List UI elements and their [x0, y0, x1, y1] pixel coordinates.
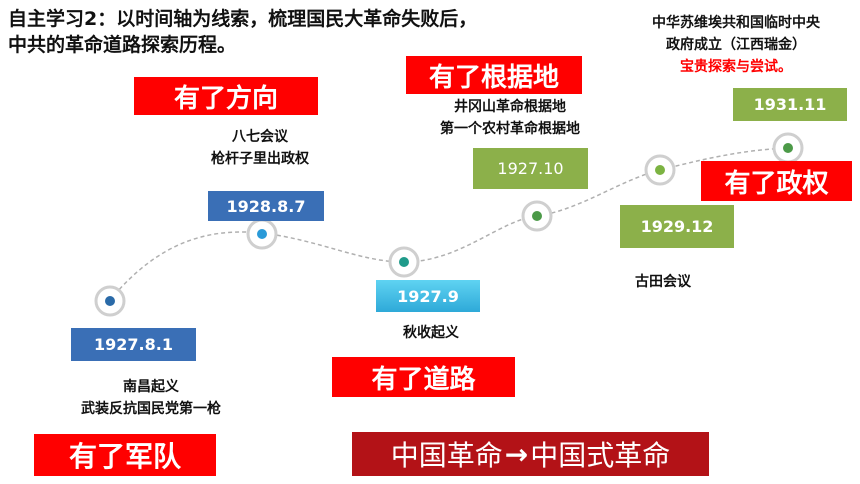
- note-jinggangshan: 井冈山革命根据地 第一个农村革命根据地: [440, 99, 580, 137]
- timeline-node-jinggangshan: [521, 200, 553, 232]
- note-gutian: 古田会议: [635, 274, 691, 290]
- timeline-node-qiushou: [388, 246, 420, 278]
- arrow-icon: →: [504, 437, 529, 471]
- date-qiushou: 1927.9: [376, 280, 480, 312]
- note-ruijin: 中华苏维埃共和国临时中央 政府成立（江西瑞金） 宝贵探索与尝试。: [622, 12, 850, 78]
- note-bayi: 八七会议 枪杆子里出政权: [211, 129, 309, 167]
- note-nanchang: 南昌起义 武装反抗国民党第一枪: [81, 379, 221, 417]
- timeline-node-bayi: [246, 218, 278, 250]
- page-title: 自主学习2：以时间轴为线索，梳理国民大革命失败后，中共的革命道路探索历程。: [8, 8, 478, 56]
- timeline-node-gutian: [644, 154, 676, 186]
- note-ruijin-highlight: 宝贵探索与尝试。: [680, 59, 792, 75]
- label-base: 有了根据地: [406, 56, 582, 94]
- date-bayi: 1928.8.7: [208, 191, 324, 221]
- label-army: 有了军队: [34, 434, 216, 476]
- summary-right: 中国式革命: [530, 439, 671, 472]
- date-ruijin: 1931.11: [733, 88, 847, 121]
- timeline-node-ruijin: [772, 132, 804, 164]
- summary-left: 中国革命: [390, 439, 503, 472]
- label-regime: 有了政权: [701, 161, 852, 201]
- date-nanchang: 1927.8.1: [71, 328, 196, 361]
- summary-banner: 中国革命 → 中国式革命: [352, 432, 709, 476]
- label-direction: 有了方向: [134, 77, 318, 115]
- timeline-node-nanchang: [94, 285, 126, 317]
- date-jinggangshan: 1927.10: [473, 148, 588, 189]
- date-gutian: 1929.12: [620, 205, 734, 248]
- note-qiushou: 秋收起义: [403, 325, 459, 341]
- label-road: 有了道路: [332, 357, 515, 397]
